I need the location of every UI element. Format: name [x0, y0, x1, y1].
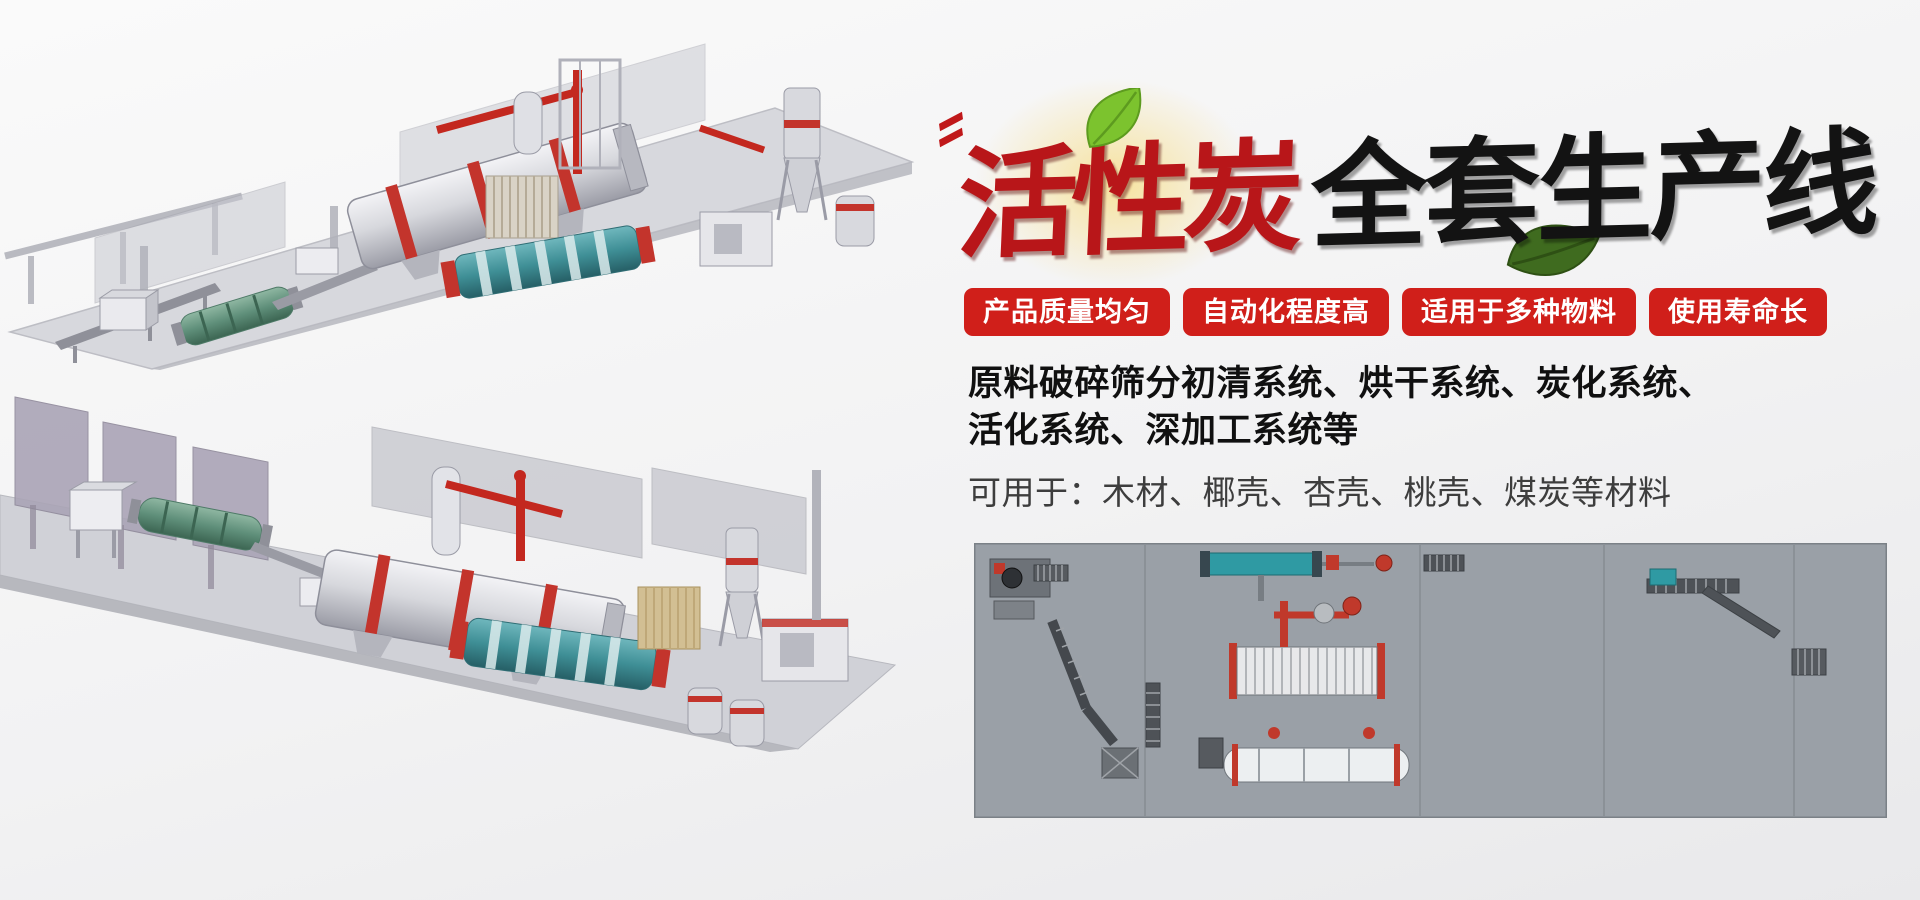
description-line-2: 活化系统、深加工系统等 — [968, 411, 1359, 450]
dark-leaf-icon — [1506, 224, 1600, 277]
discharge-bin — [1101, 682, 1161, 779]
badge-quality: 产品质量均匀 — [964, 288, 1170, 336]
dust-tower-frame — [558, 58, 622, 170]
discharge-furnace — [761, 618, 849, 682]
crusher-cluster — [989, 558, 1069, 620]
production-line-3d-render-bottom — [0, 396, 897, 752]
red-piping — [444, 470, 564, 561]
red-piping — [435, 70, 766, 174]
cooling-tanks — [687, 687, 765, 747]
ball-mill-drum — [440, 225, 656, 299]
packing-conveyors — [1646, 568, 1827, 676]
description-line-1: 原料破碎筛分初清系统、烘干系统、炭化系统、 — [968, 364, 1714, 403]
transfer-conveyor — [272, 247, 378, 310]
badge-lifespan: 使用寿命长 — [1649, 288, 1827, 336]
long-walls — [371, 426, 807, 575]
activation-kiln-plan — [1198, 727, 1410, 786]
badge-materials: 适用于多种物料 — [1402, 288, 1636, 336]
carbonization-furnace-plan — [1229, 596, 1385, 699]
feature-badges: 产品质量均匀 自动化程度高 适用于多种物料 使用寿命长 — [964, 288, 1827, 336]
screening-drum — [170, 286, 304, 346]
exhaust-stack — [812, 470, 821, 620]
small-tank — [835, 195, 875, 247]
schematic-wall-lines — [1144, 545, 1795, 816]
production-line-plan-schematic — [974, 543, 1887, 818]
leaf-icon — [1086, 88, 1142, 148]
cyclone-separator — [718, 527, 766, 647]
feed-hopper — [98, 289, 160, 331]
title-black-text: 全套生产线 — [1310, 117, 1877, 263]
cyclone-separator — [776, 87, 828, 221]
inclined-conveyor — [1047, 619, 1118, 747]
heat-exchanger — [485, 175, 559, 239]
production-line-3d-render-top — [4, 43, 915, 370]
description-block: 原料破碎筛分初清系统、烘干系统、炭化系统、 活化系统、深加工系统等 可用于：木材… — [968, 360, 1714, 514]
feed-hopper — [68, 481, 138, 558]
brick-kiln-box — [637, 586, 701, 650]
condenser-tank — [513, 91, 543, 155]
discharge-furnace — [699, 211, 773, 267]
ball-mill-drum — [449, 617, 671, 691]
condenser-tank — [431, 466, 461, 556]
description-line-3: 可用于：木材、椰壳、杏壳、桃壳、煤炭等材料 — [968, 474, 1672, 511]
screening-drum — [127, 497, 273, 551]
badge-automation: 自动化程度高 — [1183, 288, 1389, 336]
dryer-drum-plan — [1200, 551, 1465, 601]
